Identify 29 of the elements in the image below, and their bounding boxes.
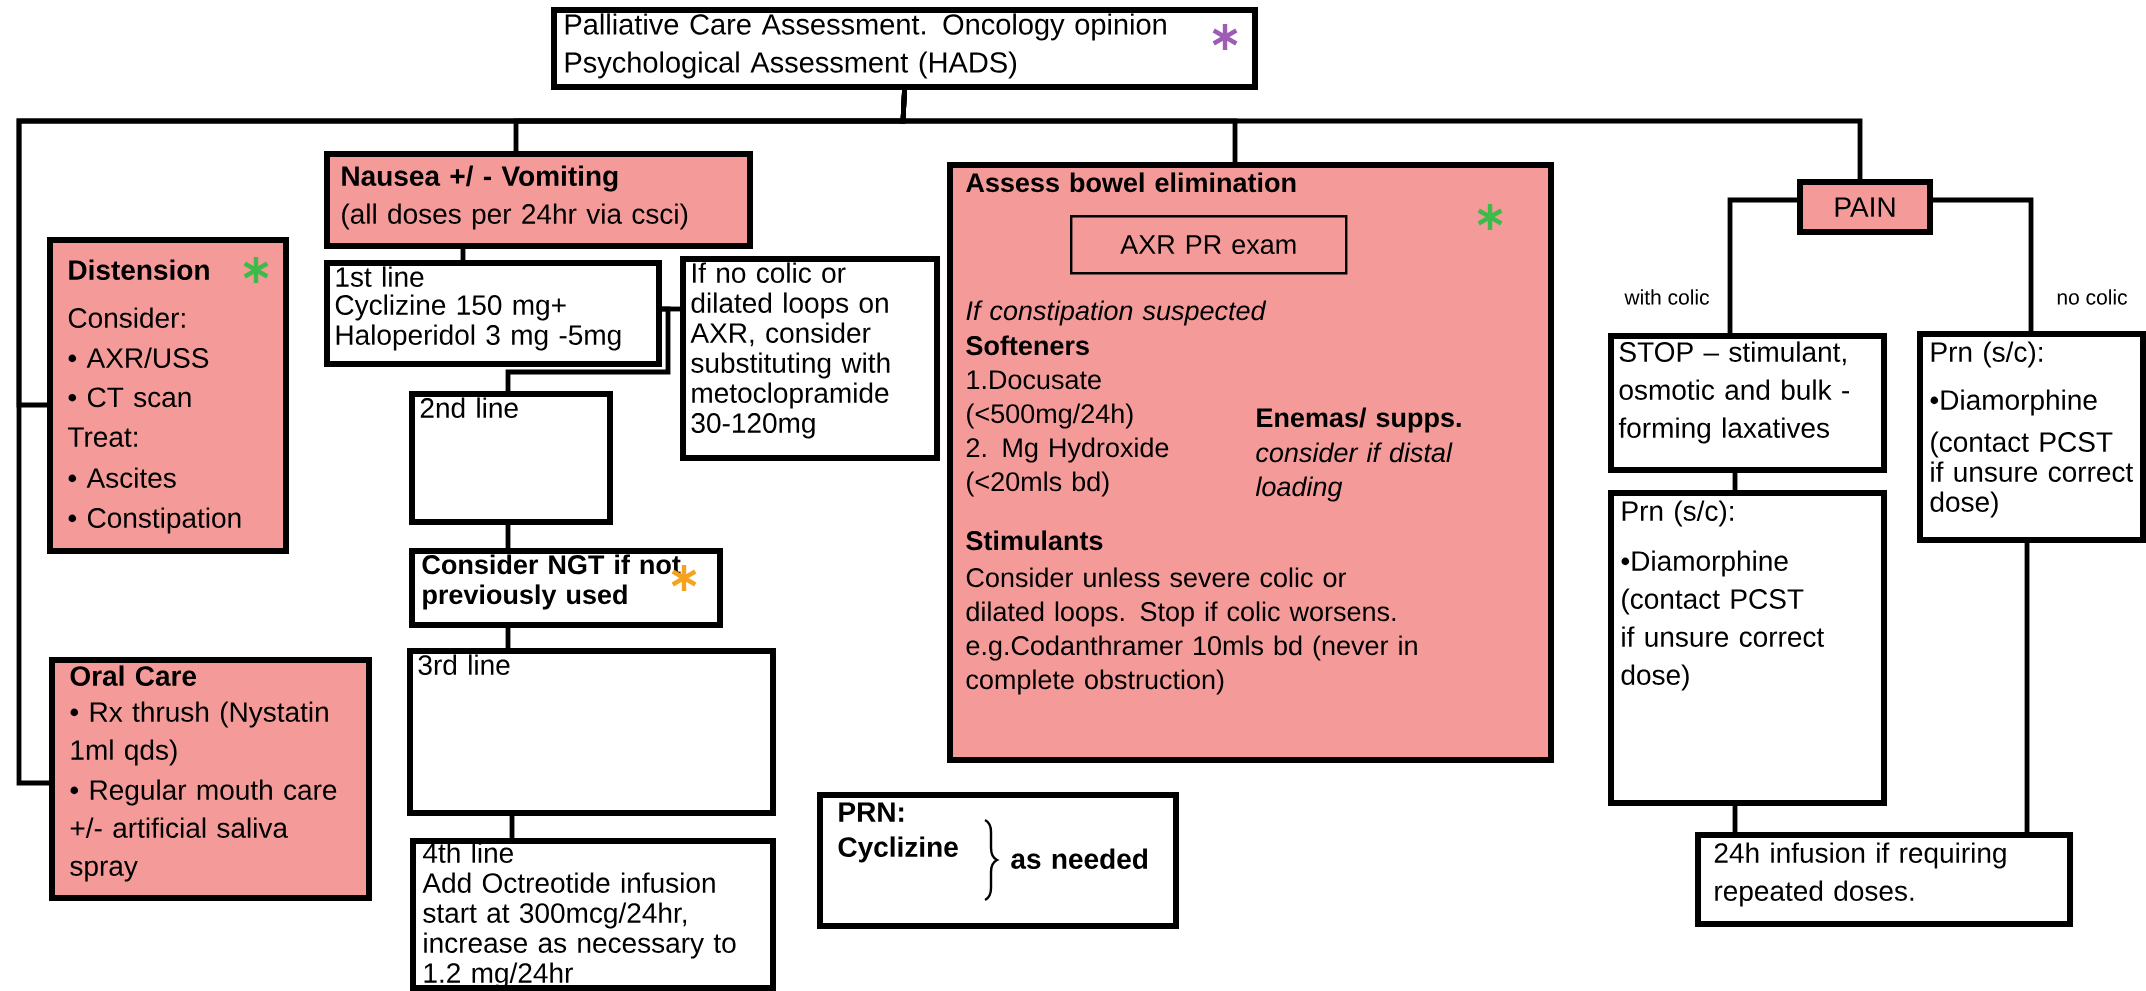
step-box: 3rd line xyxy=(407,648,776,816)
connector-line xyxy=(1732,473,1738,490)
investigation-box: AXR PR exam xyxy=(1070,215,1348,275)
connector-line xyxy=(505,628,511,648)
problem-box: Oral Care • Rx thrush (Nystatin 1ml qds) • Regular mouth care +/- artificial saliva spray xyxy=(49,657,372,901)
assessment-box: Palliative Care Assessment. Oncology opinion Psychological Assessment (HADS) xyxy=(551,7,1258,90)
connector-line xyxy=(2024,543,2030,832)
edge-label: no colic xyxy=(2054,287,2130,307)
problem-box: Distension Consider: • AXR/USS • CT scan Treat: • Ascites • Constipation xyxy=(47,237,289,554)
connector-line xyxy=(509,816,515,838)
step-box: 4th line Add Octreotide infusion start at 300mcg/24hr, increase as necessary to 1.2 mg/24hr xyxy=(410,838,776,991)
step-box: 1st line Cyclizine 150 mg+ Haloperidol 3 mg -5mg xyxy=(324,260,662,367)
step-box: Prn (s/c): •Diamorphine (contact PCST if unsure correct dose) xyxy=(1608,490,1887,806)
step-box: Prn (s/c): •Diamorphine (contact PCST if unsure correct dose) xyxy=(1917,331,2146,543)
connector-line xyxy=(1933,197,2034,331)
step-box: PRN: Cyclizine as needed xyxy=(817,792,1179,929)
edge-label: with colic xyxy=(1622,287,1712,307)
connector-line xyxy=(505,525,511,548)
connector-line xyxy=(1727,197,1798,333)
connector-line xyxy=(460,249,466,260)
step-box: 2nd line xyxy=(409,391,613,525)
step-box: If no colic or dilated loops on AXR, consider substituting with metoclopramide 30-120mg xyxy=(680,256,940,461)
connector-line xyxy=(505,306,671,391)
connector-line xyxy=(1732,806,1738,832)
step-box: 24h infusion if requiring repeated doses. xyxy=(1695,832,2074,927)
problem-box: PAIN xyxy=(1797,179,1933,235)
problem-box: Nausea +/ - Vomiting (all doses per 24hr via csci) xyxy=(324,151,753,249)
step-box: Consider NGT if not previously used xyxy=(409,548,723,628)
step-box: STOP – stimulant, osmotic and bulk -forming laxatives xyxy=(1608,333,1887,473)
